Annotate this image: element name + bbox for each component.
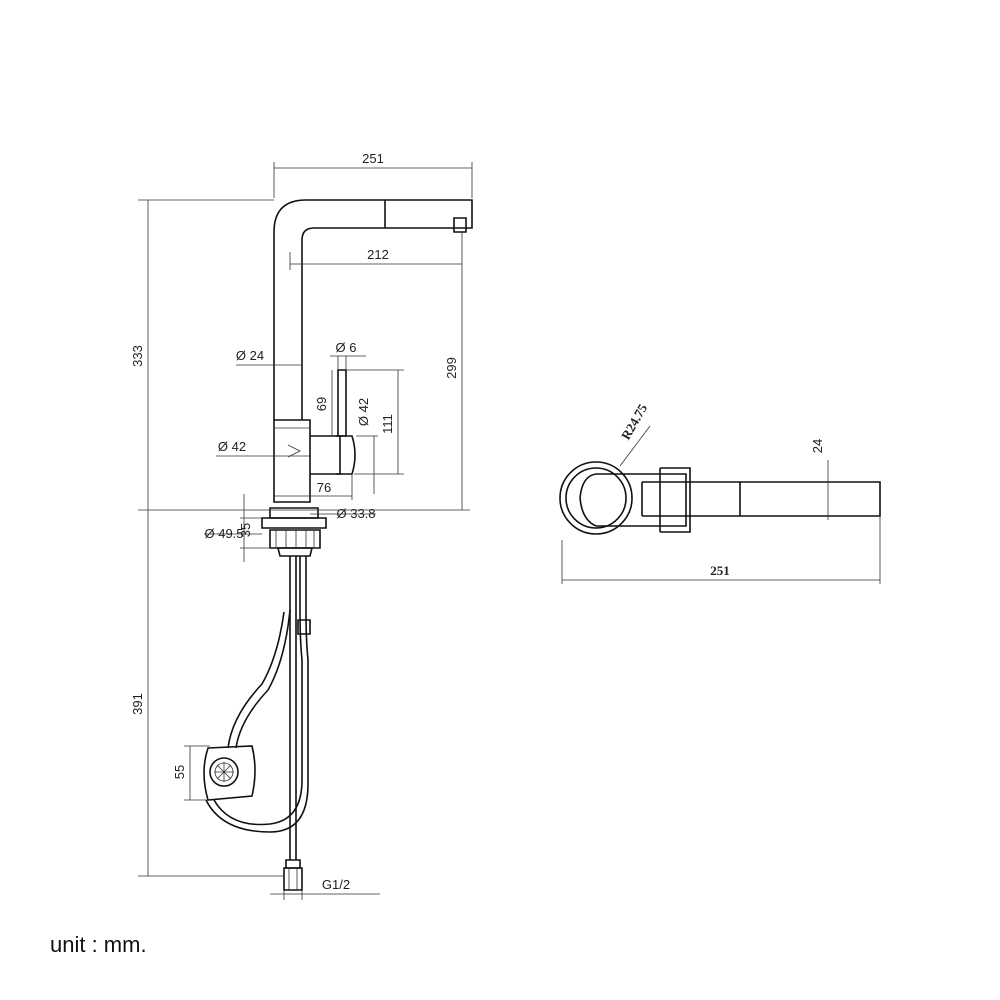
dim-spout-reach: 212 <box>367 247 389 262</box>
plan-view-faucet <box>559 461 881 535</box>
dim-body-dia-upper: Ø 24 <box>236 348 264 363</box>
dim-plan-length: 251 <box>710 563 730 578</box>
side-view-dimensions: 251 212 333 299 Ø 24 Ø 6 69 Ø 42 111 <box>130 151 473 900</box>
dim-handle-dia: Ø 42 <box>356 398 371 426</box>
dim-total-height: 333 <box>130 345 145 367</box>
dim-connection: G1/2 <box>322 877 350 892</box>
dim-top-width: 251 <box>362 151 384 166</box>
dim-base-dia: Ø 49.5 <box>204 526 243 541</box>
side-view-hoses <box>203 556 311 891</box>
dim-base-height: 35 <box>238 523 253 537</box>
dim-handle-offset: 76 <box>317 480 331 495</box>
dim-shank-dia: Ø 33.8 <box>336 506 375 521</box>
side-view-faucet <box>261 199 473 557</box>
dim-plan-radius: R24.75 <box>618 401 651 442</box>
dim-handle-dia-small: Ø 6 <box>336 340 357 355</box>
dim-hose-length: 391 <box>130 693 145 715</box>
dim-body-dia: Ø 42 <box>218 439 246 454</box>
dim-plan-width: 24 <box>810 439 825 453</box>
dim-weight-height: 55 <box>172 765 187 779</box>
dim-spout-height: 299 <box>444 357 459 379</box>
dim-handle-length: 69 <box>314 397 329 411</box>
dim-handle-span: 111 <box>380 414 395 434</box>
plan-view-dimensions: R24.75 24 251 <box>561 401 881 584</box>
unit-note: unit : mm. <box>50 932 147 957</box>
